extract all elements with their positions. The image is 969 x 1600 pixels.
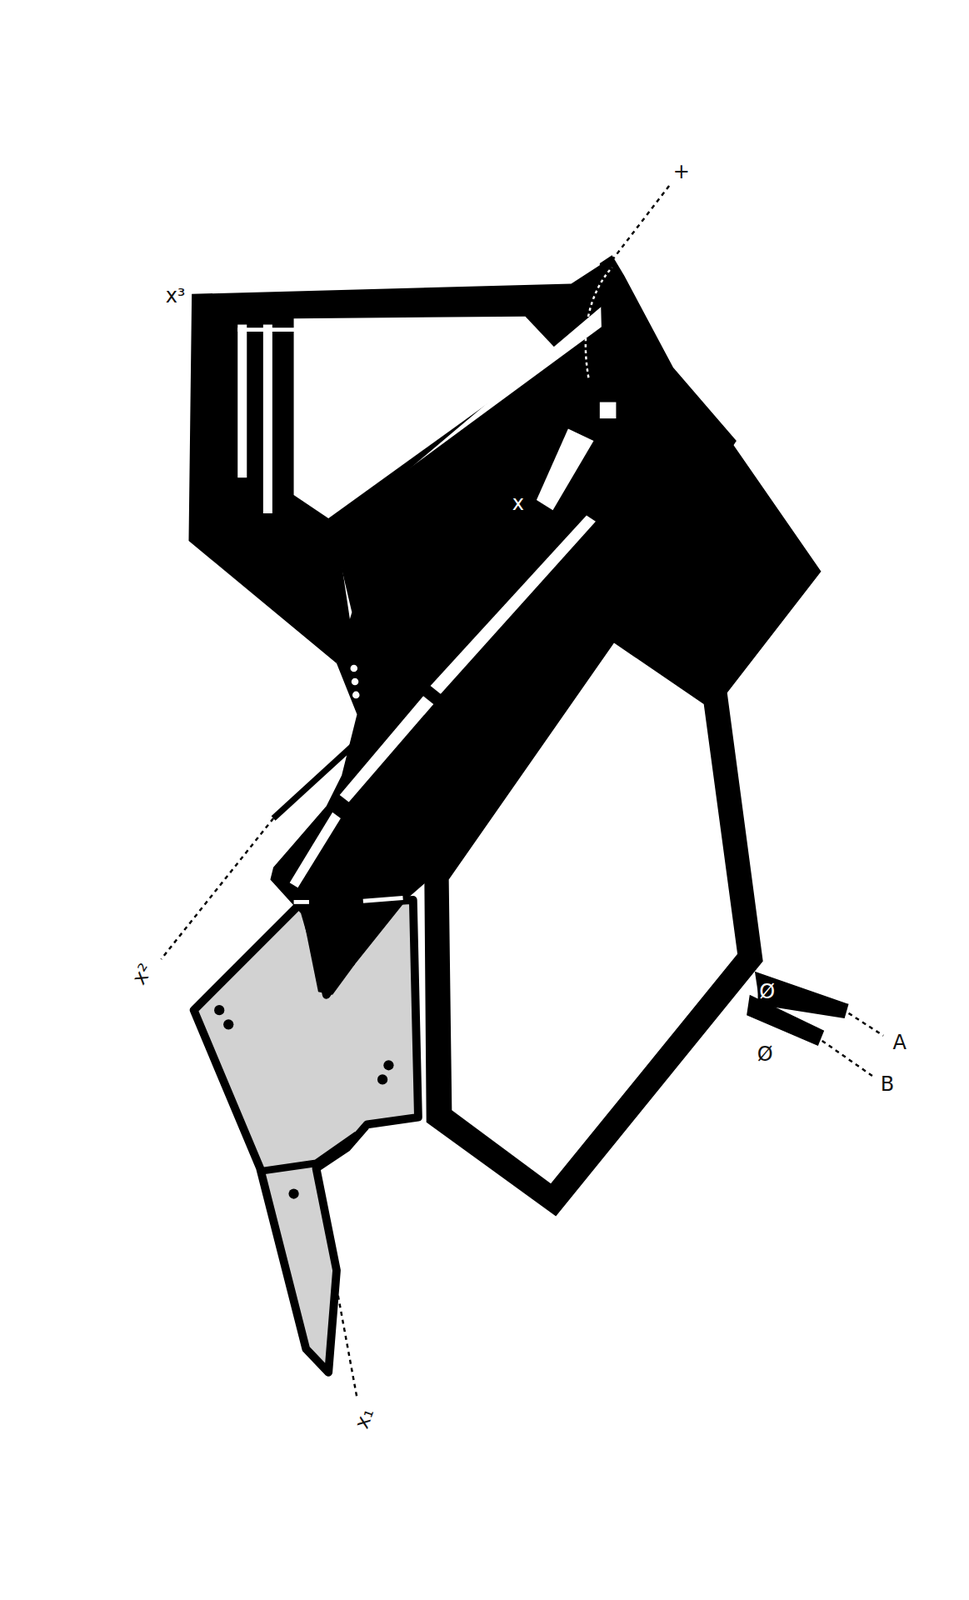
label-mark: Ø (757, 980, 777, 1003)
dot (377, 1073, 388, 1084)
leader (336, 1287, 357, 1398)
label-mark: A (891, 1031, 909, 1054)
label-mark: x (510, 492, 526, 515)
leader (822, 1040, 874, 1077)
stub-b (746, 994, 825, 1046)
dot (223, 1018, 234, 1029)
label-mark: x² (127, 958, 159, 989)
leader (160, 818, 274, 960)
dot (350, 664, 359, 673)
label-mark: + (671, 160, 692, 183)
label-mark: B (879, 1073, 896, 1095)
dot (214, 1004, 225, 1015)
grey-zone (194, 898, 419, 1373)
notch (300, 905, 355, 995)
dot (288, 1188, 299, 1199)
slit (536, 428, 595, 510)
slit (339, 695, 435, 802)
slit (289, 812, 341, 889)
dot (352, 691, 360, 700)
courtyard (294, 316, 560, 519)
dot (351, 678, 360, 686)
label-mark: x₁ (349, 1403, 379, 1433)
strip (237, 327, 296, 332)
leader (612, 185, 670, 260)
strip (237, 324, 247, 479)
strip (263, 324, 273, 514)
divider (259, 1134, 357, 1172)
arm (599, 254, 737, 456)
grey-strip (294, 899, 310, 905)
label-mark: x³ (164, 284, 188, 307)
dot (383, 1059, 394, 1070)
grey-strip (363, 898, 404, 902)
slit (430, 514, 596, 694)
path-dotted (585, 267, 613, 378)
label-mark: Ø (755, 1043, 775, 1065)
opening (599, 402, 617, 420)
leader (849, 1013, 885, 1036)
